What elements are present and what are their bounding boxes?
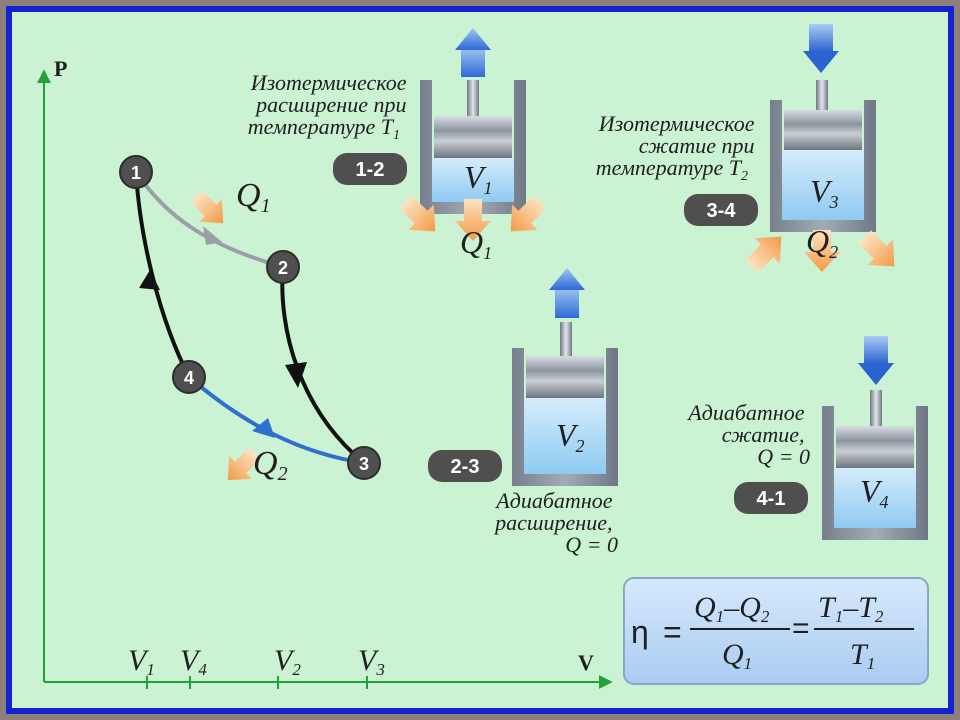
formula-box — [623, 577, 929, 685]
efficiency-formula: η = Q1–Q2 Q1 = T1–T2 T1 — [623, 577, 929, 685]
tick-v2-sub: 2 — [292, 660, 301, 679]
piston-3-4 — [784, 110, 862, 150]
formula-eq: = — [663, 614, 682, 650]
badge-1-2 — [333, 153, 407, 185]
gas-1-2 — [432, 158, 514, 202]
tick-v3-main: V — [358, 644, 380, 677]
gas-2-3 — [524, 398, 606, 474]
state-point-1: 1 — [119, 155, 153, 189]
step-3-4-caption: Изотермическое сжатие при температуре T2 — [596, 111, 760, 184]
svg-text:1: 1 — [131, 163, 141, 183]
arrow-4-1 — [139, 270, 160, 290]
isotherm-1-2 — [134, 170, 284, 269]
piston-2-3 — [526, 356, 604, 398]
tick-v1-sub: 1 — [146, 660, 155, 679]
badge-4-1 — [734, 482, 808, 514]
formula-eta: η — [631, 614, 649, 650]
svg-text:3: 3 — [359, 454, 369, 474]
step-1-2: Изотермическое расширение при температур… — [248, 28, 554, 263]
axes: P V V1 V4 V2 V3 — [37, 56, 613, 689]
formula-denominator-2: T1 — [850, 638, 875, 673]
formula-numerator-1: Q1–Q2 — [694, 591, 770, 626]
volume-label-2-3: V2 — [556, 417, 585, 456]
x-tick-v1: V1 — [128, 644, 155, 689]
state-point-2: 2 — [266, 250, 300, 284]
badge-1-2-label: 1-2 — [356, 159, 385, 181]
x-tick-v2: V2 — [274, 644, 301, 689]
svg-text:V3: V3 — [358, 644, 385, 679]
piston-4-1 — [836, 426, 914, 468]
x-axis-label: V — [578, 650, 594, 675]
heat-label-3-4: Q2 — [806, 223, 838, 262]
step-2-3-caption: Адиабатное расширение, Q = 0 — [493, 488, 618, 557]
gas-3-4 — [782, 150, 864, 220]
piston-down-arrow-4-1 — [858, 336, 894, 385]
step-4-1: V4 Адиабатное сжатие, Q = 0 4-1 — [686, 336, 928, 540]
arrow-3-4 — [252, 418, 275, 438]
tick-v2-main: V — [274, 644, 296, 677]
piston-up-arrow-2-3 — [549, 268, 585, 318]
step-3-4: Изотермическое сжатие при температуре T2… — [596, 24, 908, 280]
cycle-q1-label: Q1 — [236, 177, 271, 217]
piston-1-2 — [434, 116, 512, 158]
svg-text:V2: V2 — [274, 644, 301, 679]
cycle-q2-label: Q2 — [253, 445, 288, 485]
tick-v1-main: V — [128, 644, 150, 677]
step-1-2-caption: Изотермическое расширение при температур… — [248, 70, 412, 143]
volume-label-4-1: V4 — [860, 473, 889, 512]
arrow-2-3 — [285, 362, 307, 388]
step-2-3: V2 2-3 Адиабатное расширение, Q = 0 — [428, 268, 618, 557]
svg-text:4: 4 — [184, 368, 194, 388]
state-point-4: 4 — [172, 360, 206, 394]
badge-2-3 — [428, 450, 502, 482]
formula-eq2: = — [792, 612, 810, 645]
volume-label-3-4: V3 — [810, 173, 839, 212]
badge-3-4-label: 3-4 — [707, 200, 737, 222]
svg-text:2: 2 — [278, 258, 288, 278]
svg-text:V1: V1 — [128, 644, 155, 679]
cylinder-1-2 — [420, 80, 526, 214]
y-axis-label: P — [54, 56, 67, 81]
cylinder-2-3 — [512, 322, 618, 486]
badge-4-1-label: 4-1 — [757, 488, 786, 510]
gas-4-1 — [834, 468, 916, 528]
cylinder-3-4 — [770, 80, 876, 232]
formula-numerator-2: T1–T2 — [818, 591, 884, 626]
tick-v4-sub: 4 — [198, 660, 207, 679]
step-4-1-caption: Адиабатное сжатие, Q = 0 — [686, 400, 810, 469]
tick-v4-main: V — [180, 644, 202, 677]
heat-label-1-2: Q1 — [460, 224, 492, 263]
arrow-1-2 — [203, 226, 222, 245]
piston-down-arrow-3-4 — [803, 24, 839, 73]
volume-label-1-2: V1 — [464, 159, 493, 198]
badge-3-4 — [684, 194, 758, 226]
cycle-curves — [134, 170, 366, 465]
badge-2-3-label: 2-3 — [451, 456, 480, 478]
formula-denominator-1: Q1 — [722, 638, 752, 673]
cylinder-4-1 — [822, 390, 928, 540]
tick-v3-sub: 3 — [375, 660, 385, 679]
state-point-3: 3 — [347, 446, 381, 480]
svg-text:V4: V4 — [180, 644, 207, 679]
x-tick-v4: V4 — [180, 644, 207, 689]
x-tick-v3: V3 — [358, 644, 385, 689]
